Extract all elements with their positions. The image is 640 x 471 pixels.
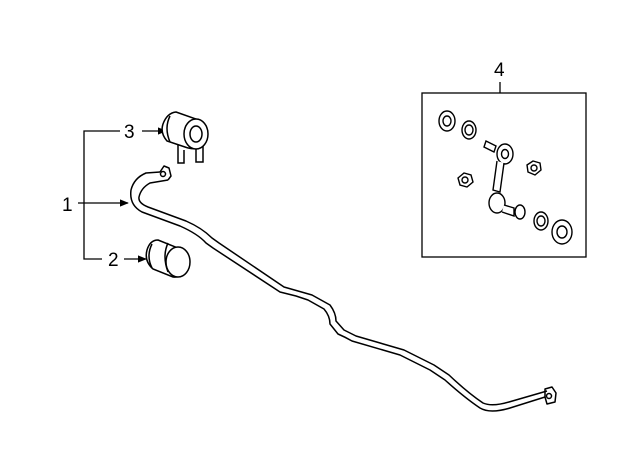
callout-bracket [83, 130, 120, 260]
callout-4: 4 [494, 60, 505, 93]
callout-3: 3 [124, 122, 167, 143]
lower-bushing [551, 219, 573, 245]
link-rod [483, 140, 526, 220]
callout-2: 2 [108, 250, 147, 271]
nut [457, 172, 474, 188]
lower-washer [533, 211, 549, 231]
bracket-bushing-part [161, 111, 209, 164]
callout-label-3: 3 [124, 122, 135, 143]
callout-label-2: 2 [108, 250, 119, 271]
upper-washer [461, 120, 477, 140]
callout-label-1: 1 [62, 195, 73, 216]
callout-1: 1 [62, 130, 129, 260]
callout-label-4: 4 [494, 60, 505, 81]
upper-bushing [438, 110, 456, 132]
bushing-part [145, 239, 191, 278]
stabilizer-bar [129, 165, 557, 412]
nut [526, 160, 542, 176]
stabilizer-link-kit-box [421, 92, 587, 258]
